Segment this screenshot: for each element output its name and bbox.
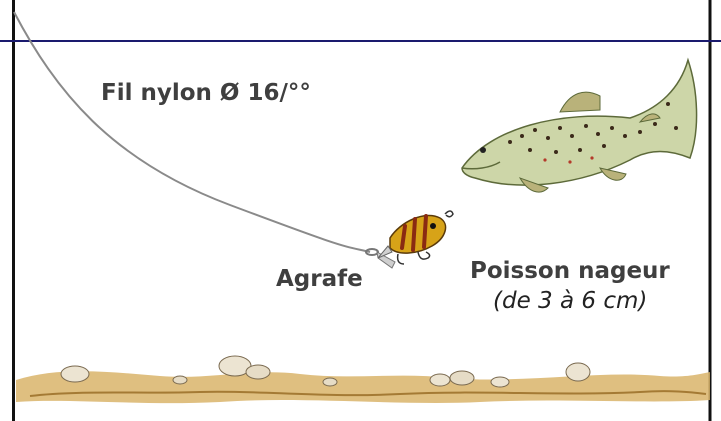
- snap-clip-label: Agrafe: [276, 266, 363, 292]
- riverbed-icon: [16, 356, 710, 403]
- nylon-line: [14, 12, 370, 252]
- lure-label: Poisson nageur: [470, 258, 670, 284]
- trout-icon: [462, 60, 697, 192]
- lure-size-label: (de 3 à 6 cm): [493, 288, 647, 314]
- crankbait-lure-icon: [378, 211, 453, 264]
- nylon-line-label: Fil nylon Ø 16/°°: [101, 80, 311, 106]
